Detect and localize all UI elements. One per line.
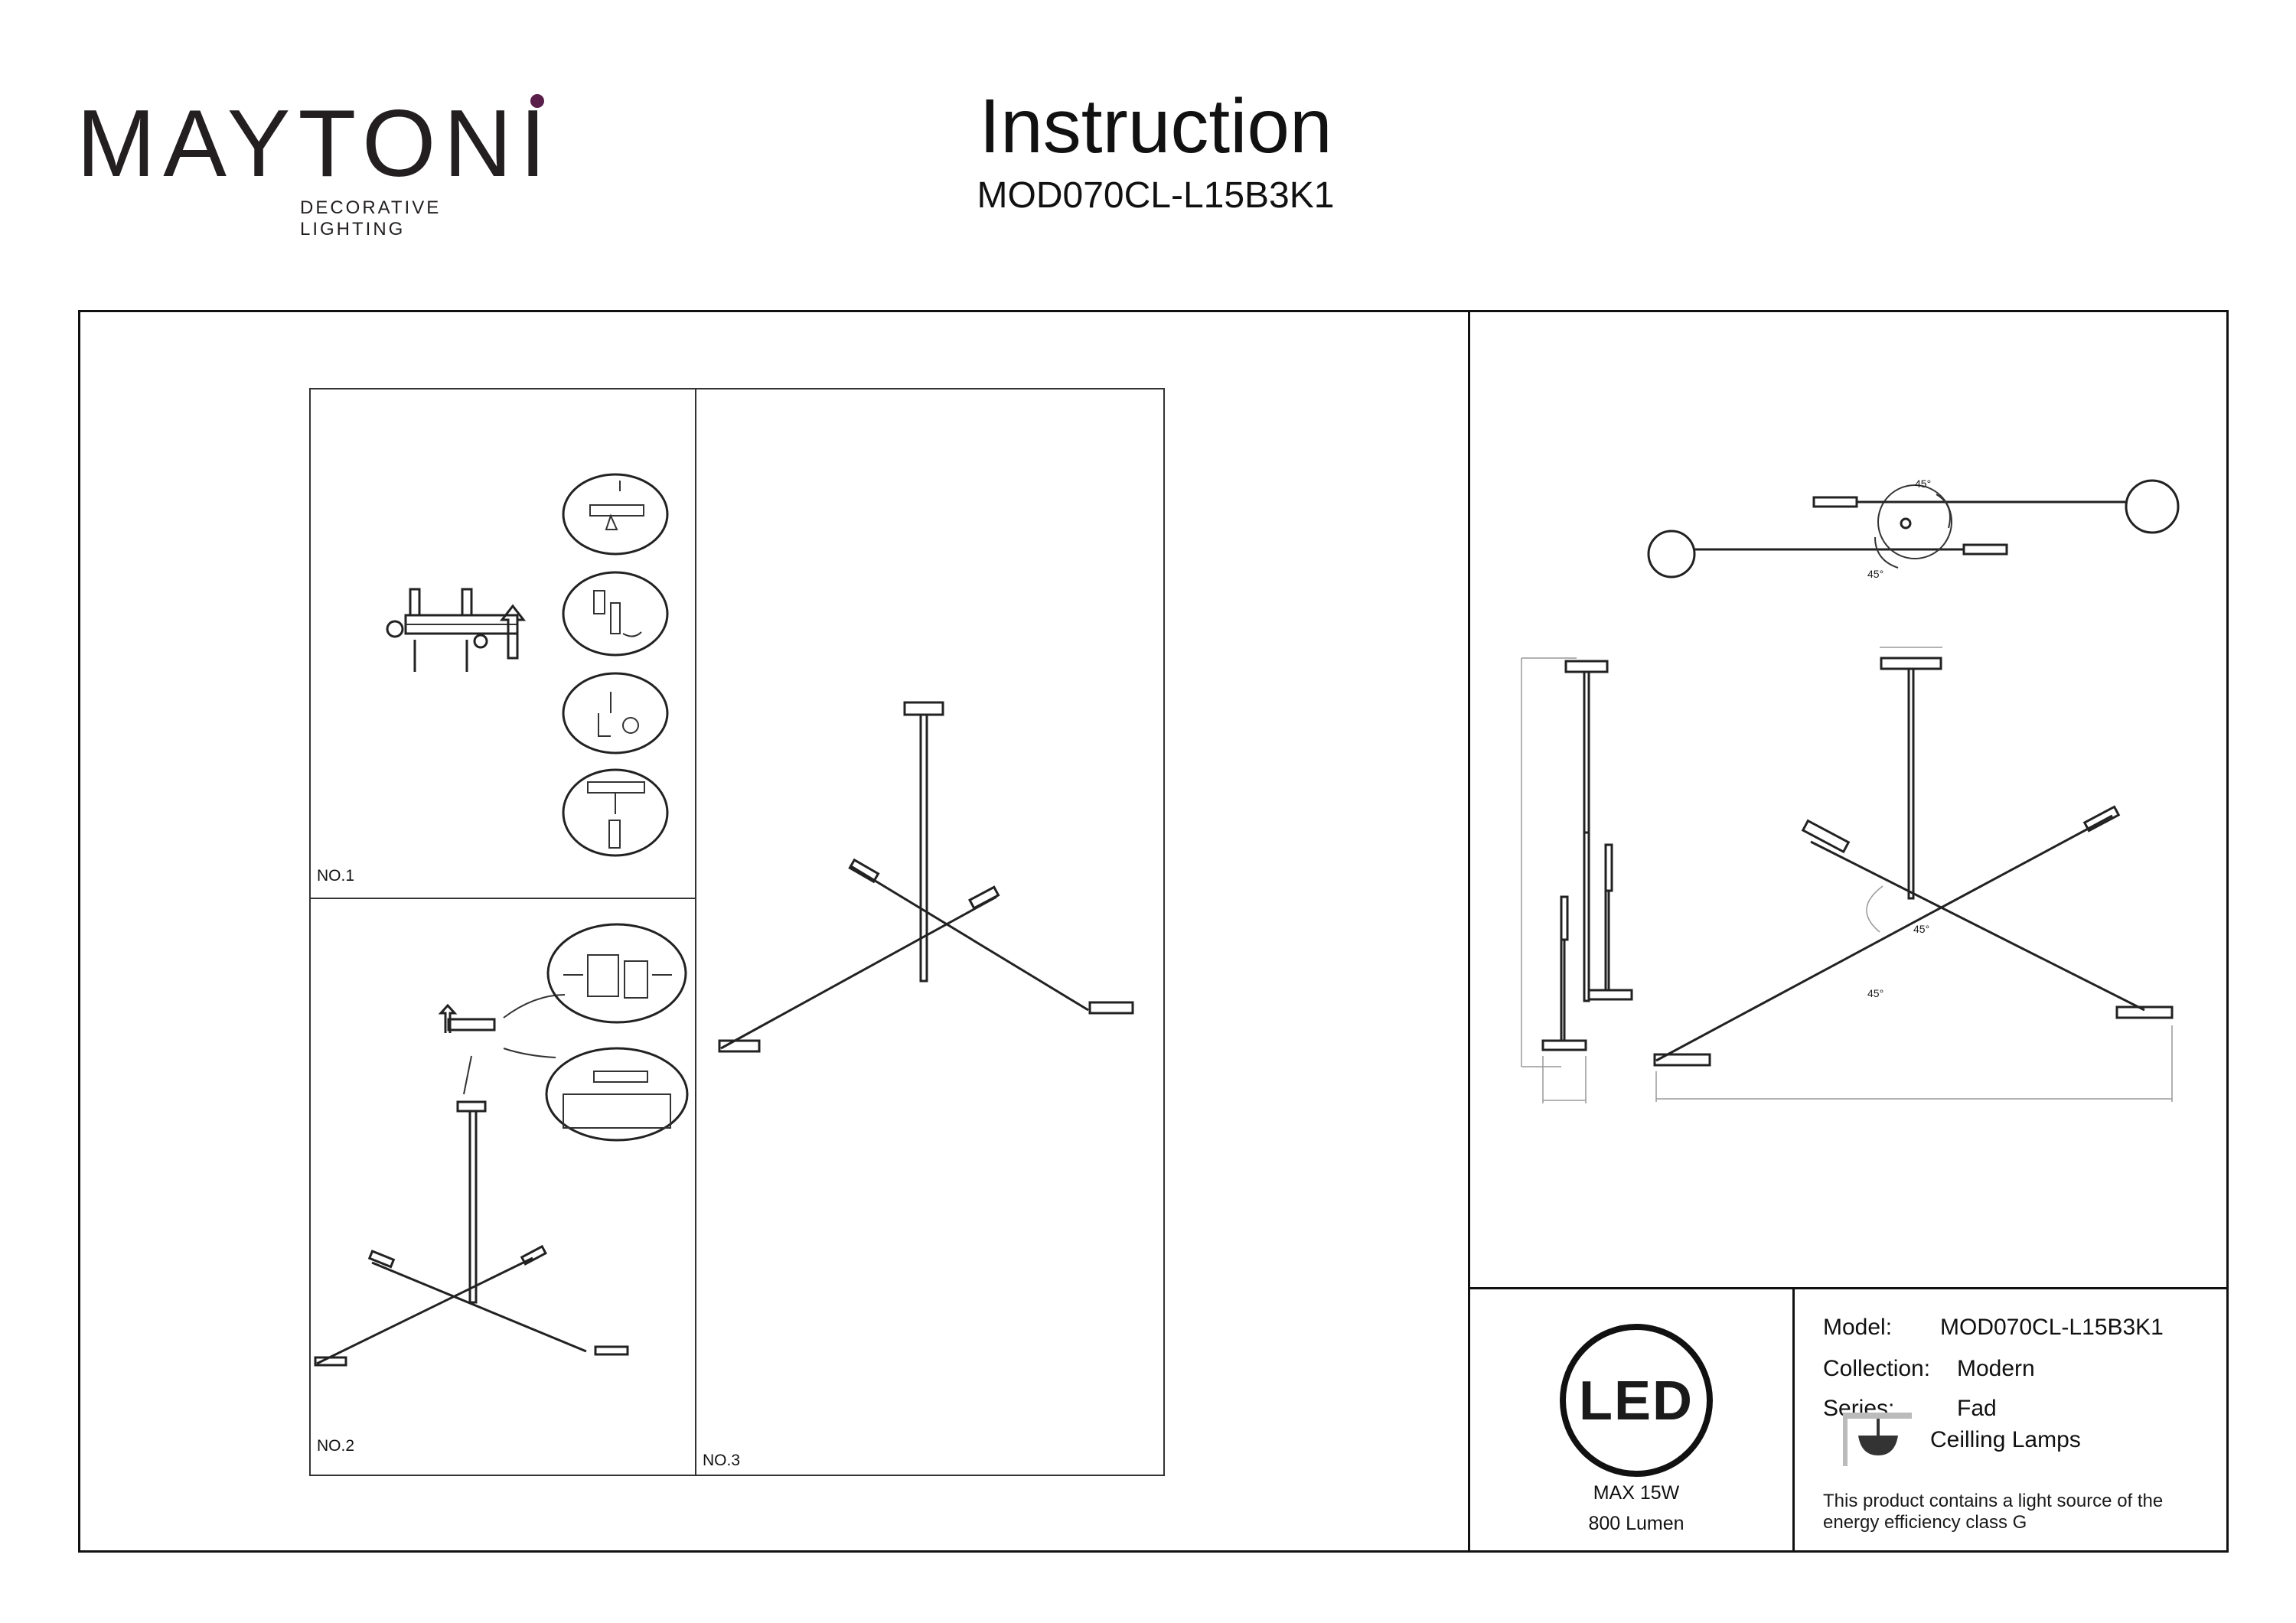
side-view-profile-drawing bbox=[1521, 657, 1633, 1103]
led-badge-text: LED bbox=[1579, 1370, 1694, 1432]
info-divider bbox=[1792, 1287, 1795, 1553]
wiring-detail-circle-top bbox=[546, 923, 687, 1024]
brand-name: MAYTONI bbox=[77, 91, 554, 197]
led-badge-icon bbox=[1560, 1324, 1713, 1477]
step-label-3: NO.3 bbox=[703, 1452, 741, 1469]
logo-dot-icon bbox=[530, 94, 544, 108]
wiring-bracket bbox=[438, 994, 566, 1058]
brand-logo: MAYTONI DECORATIVE LIGHTING bbox=[77, 90, 554, 240]
product-type: Ceilling Lamps bbox=[1930, 1427, 2081, 1452]
front-view-angle-a: 45° bbox=[1913, 923, 1930, 935]
led-lumen: 800 Lumen bbox=[1588, 1513, 1684, 1534]
steps-divider-horizontal bbox=[309, 898, 696, 899]
front-view-angle-b: 45° bbox=[1867, 987, 1884, 999]
top-view-angle-b: 45° bbox=[1867, 568, 1884, 580]
instruction-frame bbox=[78, 310, 2229, 1553]
detail-circle-3 bbox=[562, 672, 669, 754]
step-label-2: NO.2 bbox=[317, 1437, 355, 1455]
led-power: MAX 15W bbox=[1593, 1482, 1680, 1504]
model-value: MOD070CL-L15B3K1 bbox=[1940, 1315, 2164, 1340]
mounting-bracket-drawing bbox=[386, 588, 527, 672]
step-label-1: NO.1 bbox=[317, 867, 355, 885]
model-label: Model: bbox=[1823, 1315, 1893, 1340]
top-view-drawing bbox=[1647, 479, 2180, 578]
step-2-wiring-diagram bbox=[314, 923, 689, 1367]
model-code-heading: MOD070CL-L15B3K1 bbox=[977, 175, 1335, 216]
detail-circle-1 bbox=[562, 473, 669, 556]
collection-label: Collection: bbox=[1823, 1356, 1931, 1381]
detail-circle-4 bbox=[562, 768, 669, 857]
frame-divider-vertical bbox=[1468, 310, 1470, 1553]
collection-value: Modern bbox=[1957, 1356, 2035, 1381]
step-1-mounting-diagram bbox=[386, 473, 669, 857]
energy-efficiency-note: This product contains a light source of … bbox=[1823, 1491, 2164, 1533]
steps-panel bbox=[309, 388, 1165, 1476]
top-view-angle-a: 45° bbox=[1915, 477, 1932, 490]
front-view-drawing bbox=[1653, 647, 2174, 1102]
step-3-final-assembly bbox=[718, 701, 1134, 1053]
ceiling-lamp-icon bbox=[1843, 1413, 1912, 1466]
brand-tagline: DECORATIVE LIGHTING bbox=[300, 197, 442, 240]
series-value: Fad bbox=[1957, 1396, 1997, 1421]
page-title: Instruction bbox=[979, 83, 1332, 169]
steps-divider-vertical bbox=[695, 388, 696, 1476]
detail-circle-2 bbox=[562, 571, 669, 657]
step-2-lamp-assembly bbox=[314, 1055, 629, 1367]
wiring-detail-circle-bottom bbox=[545, 1047, 689, 1142]
frame-divider-horizontal bbox=[1468, 1287, 2229, 1289]
